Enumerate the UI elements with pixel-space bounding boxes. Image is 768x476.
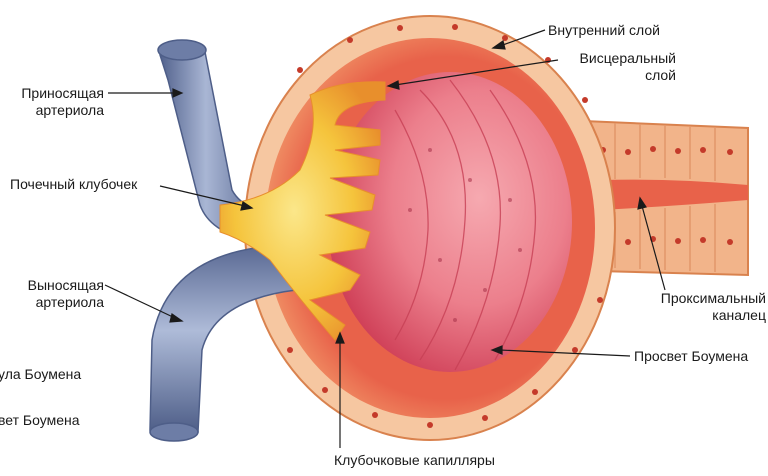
bowman-space-left-label: вет Боумена [0, 412, 80, 429]
afferent-arteriole-label: Приносящая артериола [10, 85, 104, 119]
efferent-label-line2: артериола [10, 294, 104, 311]
visceral-label-line2: слой [558, 67, 676, 84]
inner-layer-label: Внутренний слой [548, 22, 660, 39]
proximal-label-line1: Проксимальный [640, 290, 766, 307]
afferent-label-line1: Приносящая [10, 85, 104, 102]
bowman-space-label: Просвет Боумена [634, 348, 748, 365]
afferent-label-line2: артериола [10, 102, 104, 119]
glomerulus-label: Почечный клубочек [10, 176, 137, 193]
visceral-layer-label: Висцеральный слой [558, 50, 676, 84]
proximal-tubule-label: Проксимальный каналец [640, 290, 766, 324]
bowman-capsule-label: ула Боумена [0, 366, 81, 383]
efferent-label-line1: Выносящая [10, 277, 104, 294]
glomerular-capillaries-label: Клубочковые капилляры [334, 452, 495, 469]
visceral-label-line1: Висцеральный [558, 50, 676, 67]
proximal-label-line2: каналец [640, 307, 766, 324]
efferent-arteriole-label: Выносящая артериола [10, 277, 104, 311]
